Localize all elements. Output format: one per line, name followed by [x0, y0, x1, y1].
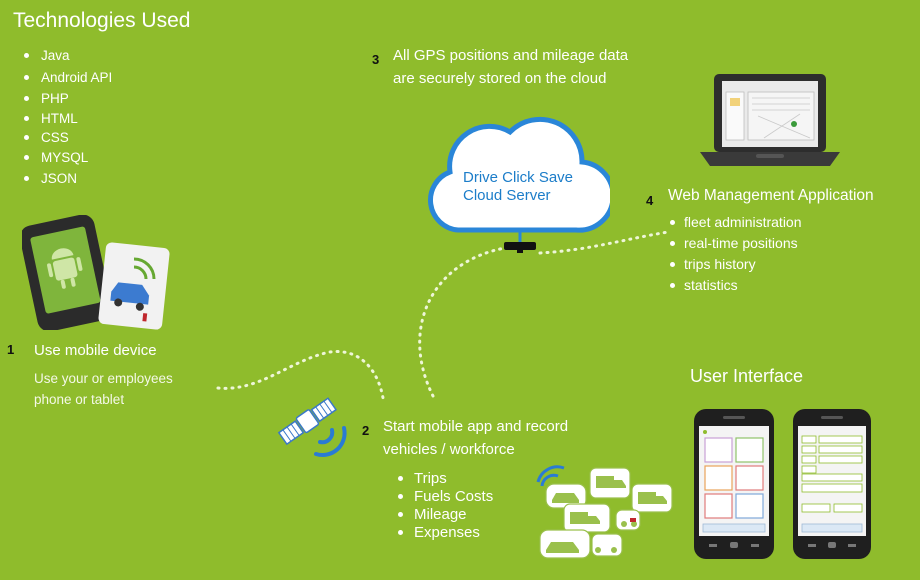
step4-item: fleet administration	[668, 212, 802, 233]
tech-item: CSS	[17, 127, 112, 149]
tech-item: HTML	[17, 108, 112, 130]
step1-subtitle-line2: phone or tablet	[34, 392, 125, 407]
tech-item: MYSQL	[17, 147, 112, 169]
step2-item: Trips	[388, 470, 493, 488]
phone-screenshot-left	[694, 409, 774, 559]
technologies-list: Java Android API PHP HTML CSS MYSQL JSON	[17, 45, 112, 190]
step4-number: 4	[646, 193, 654, 208]
tech-item: PHP	[17, 88, 112, 110]
step4-item: real-time positions	[668, 233, 802, 254]
step3-number: 3	[372, 52, 380, 67]
step4-item: statistics	[668, 275, 802, 296]
step4-list: fleet administration real-time positions…	[668, 212, 802, 296]
tech-item: Java	[17, 45, 112, 67]
step3-title-line1: All GPS positions and mileage data	[393, 47, 629, 64]
step1-subtitle-line1: Use your or employees	[34, 371, 173, 386]
step1-title: Use mobile device	[34, 342, 157, 359]
cloud-icon	[428, 116, 610, 253]
step2-item: Mileage	[388, 506, 493, 524]
step4-item: trips history	[668, 254, 802, 275]
step2-title-line1: Start mobile app and record	[383, 418, 569, 435]
tech-item: JSON	[17, 168, 112, 190]
step4-title: Web Management Application	[668, 187, 874, 204]
step1-number: 1	[7, 342, 15, 357]
vehicles-icon	[536, 465, 673, 559]
step2-item: Fuels Costs	[388, 488, 493, 506]
laptop-icon	[700, 74, 840, 166]
step2-list: Trips Fuels Costs Mileage Expenses	[388, 470, 493, 542]
cloud-label-line1: Drive Click Save	[463, 169, 574, 186]
mobile-device-icon	[22, 215, 170, 330]
cloud-label-line2: Cloud Server	[463, 187, 551, 204]
user-interface-heading: User Interface	[690, 366, 804, 386]
step2-item: Expenses	[388, 524, 493, 542]
step2-number: 2	[362, 423, 370, 438]
satellite-icon	[277, 397, 347, 457]
step2-title-line2: vehicles / workforce	[383, 441, 515, 458]
tech-item: Android API	[17, 67, 112, 89]
technologies-heading: Technologies Used	[13, 9, 191, 32]
phone-screenshot-right	[793, 409, 871, 559]
step3-title-line2: are securely stored on the cloud	[393, 70, 607, 87]
